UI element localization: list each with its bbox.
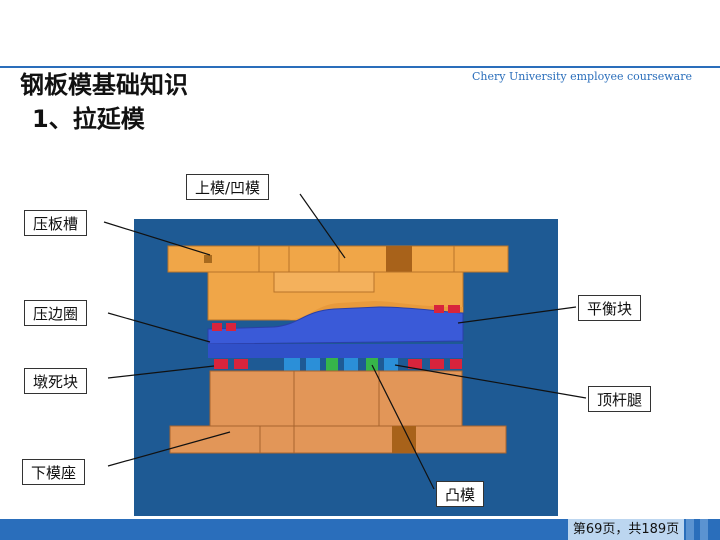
page-number: 第69页，共189页: [568, 519, 684, 540]
lower-block: [392, 426, 416, 453]
stop-pad: [214, 359, 228, 369]
die-illustration: [167, 245, 509, 454]
ejector-pad: [284, 357, 300, 371]
stop-pad: [450, 359, 462, 369]
footer-bar: [0, 519, 720, 540]
stop-pad: [430, 359, 444, 369]
lower-base: [169, 425, 507, 454]
header-rule: [0, 66, 720, 68]
stop-pad: [408, 359, 422, 369]
balance-pad: [448, 305, 460, 313]
pad: [212, 323, 222, 331]
ejector-green: [366, 355, 378, 371]
ejector-green: [326, 355, 338, 371]
label-blank-slot: 压板槽: [24, 210, 88, 236]
label-upper-die: 上模/凹模: [186, 174, 270, 200]
label-stop-block: 墩死块: [24, 368, 88, 394]
upper-plate: [167, 245, 509, 273]
label-punch: 凸模: [436, 481, 485, 507]
balance-pad: [434, 305, 444, 313]
ejector-pad: [306, 357, 320, 371]
lower-die-body: [209, 370, 463, 427]
page-title: 钢板模基础知识: [20, 71, 188, 99]
binder-lower: [208, 344, 463, 358]
ejector-pad: [344, 357, 358, 371]
label-ejector-pin: 顶杆腿: [588, 386, 652, 412]
page-subtitle: 1、拉延模: [32, 105, 145, 133]
label-lower-base: 下模座: [22, 459, 86, 485]
courseware-note: Chery University employee courseware: [471, 70, 692, 83]
label-binder-ring: 压边圈: [24, 300, 88, 326]
label-balance-block: 平衡块: [578, 295, 642, 321]
footer-segment: [686, 519, 694, 540]
ejector-pad: [384, 357, 398, 371]
pad: [226, 323, 236, 331]
footer-segment: [700, 519, 708, 540]
upper-block: [386, 246, 412, 272]
slot-notch: [204, 255, 212, 263]
stop-pad: [234, 359, 248, 369]
upper-die-core: [273, 271, 375, 293]
